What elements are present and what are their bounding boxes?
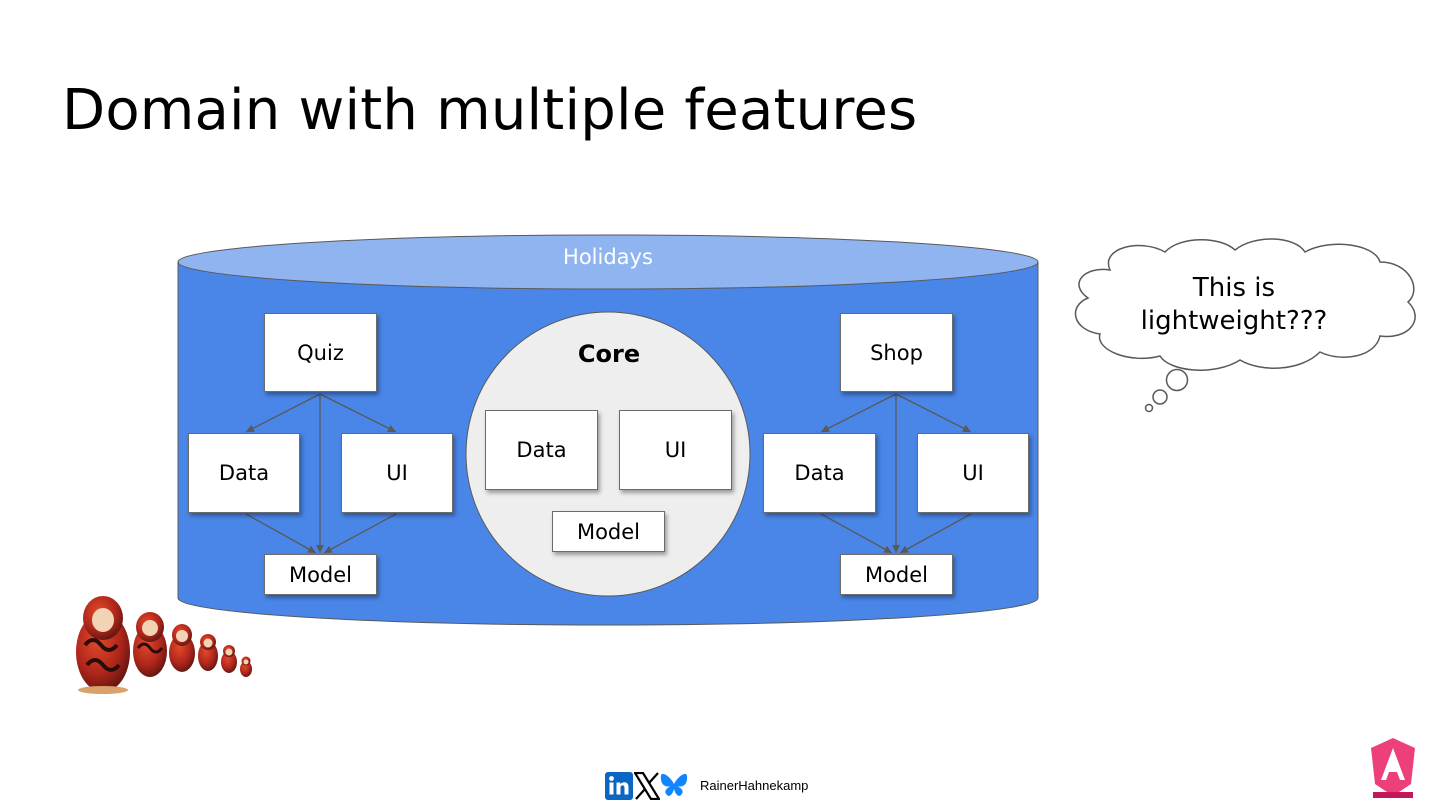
bluesky-icon[interactable]: [660, 772, 688, 798]
shop-model-box: Model: [840, 554, 953, 595]
shop-arrows: [820, 393, 972, 554]
thought-cloud: [1074, 238, 1416, 413]
linkedin-icon[interactable]: [605, 772, 633, 800]
thought-bubble-text: This is lightweight???: [1100, 272, 1368, 338]
shop-feature-box: Shop: [840, 313, 953, 392]
core-model-box: Model: [552, 511, 665, 552]
core-ui-box: UI: [619, 410, 732, 490]
matryoshka-dolls-image: [76, 596, 252, 694]
core-label: Core: [577, 340, 641, 368]
domain-label: Holidays: [563, 245, 653, 269]
thought-line-2: lightweight???: [1140, 306, 1328, 336]
core-circle: [465, 311, 751, 597]
quiz-data-box: Data: [188, 433, 300, 513]
quiz-ui-box: UI: [341, 433, 453, 513]
quiz-feature-box: Quiz: [264, 313, 377, 392]
author-handle: RainerHahnekamp: [700, 778, 809, 793]
angular-architects-logo: [1371, 738, 1415, 798]
shop-data-box: Data: [763, 433, 876, 513]
quiz-model-box: Model: [264, 554, 377, 595]
thought-line-1: This is: [1192, 273, 1276, 303]
x-icon[interactable]: [634, 772, 660, 800]
slide-title: Domain with multiple features: [62, 78, 918, 143]
quiz-arrows: [245, 393, 397, 554]
core-data-box: Data: [485, 410, 598, 490]
shop-ui-box: UI: [917, 433, 1029, 513]
